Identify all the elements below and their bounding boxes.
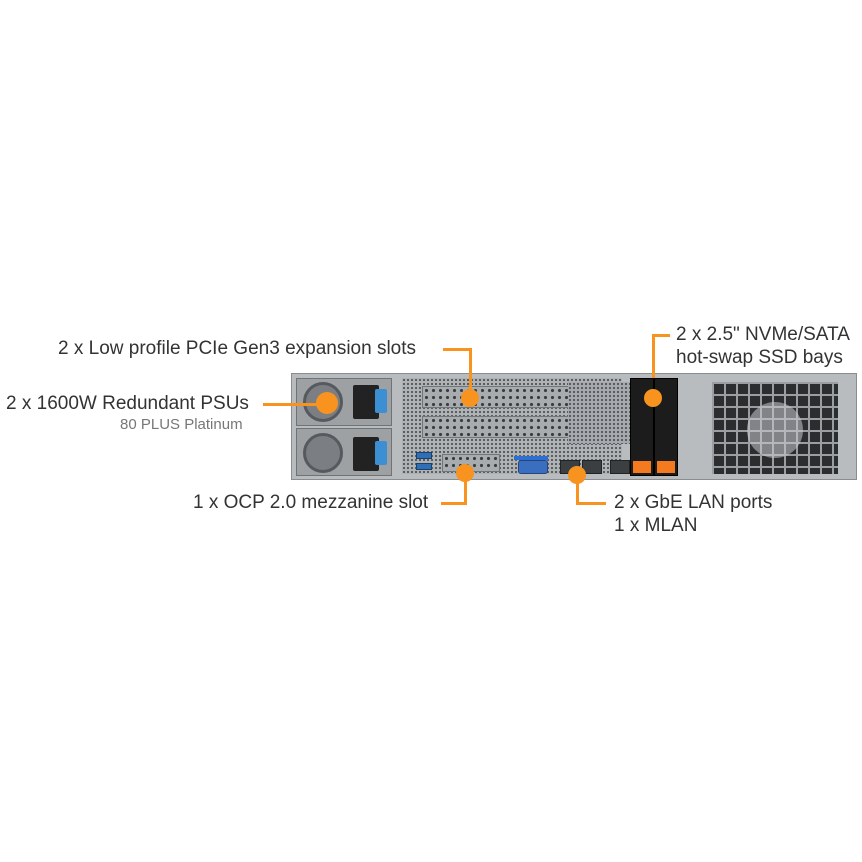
riser-grille xyxy=(568,382,638,444)
lan-callout-label-line1: 2 x GbE LAN ports xyxy=(614,492,773,513)
psu-marker-dot xyxy=(316,392,338,414)
usb-port-2 xyxy=(416,463,432,470)
lan-leader-h xyxy=(576,502,606,505)
vga-port xyxy=(518,460,548,474)
pcie-marker-dot xyxy=(461,389,479,407)
pcie-callout-label: 2 x Low profile PCIe Gen3 expansion slot… xyxy=(58,338,417,359)
ssd-marker-dot xyxy=(644,389,662,407)
vga-label-strip xyxy=(514,456,548,460)
ocp-leader-v xyxy=(464,472,467,505)
ocp-leader-h xyxy=(441,502,467,505)
psu-module-bottom xyxy=(296,428,392,476)
ocp-marker-dot xyxy=(456,464,474,482)
server-rear-panel xyxy=(291,373,857,480)
pcie-leader-h xyxy=(443,348,471,351)
psu-fan-icon xyxy=(303,433,343,473)
psu-leader-h xyxy=(263,403,323,406)
fan-hub-icon xyxy=(747,402,803,458)
psu-callout-sublabel: 80 PLUS Platinum xyxy=(120,416,243,433)
power-socket xyxy=(353,437,379,471)
psu-module-top xyxy=(296,378,392,426)
pcie-slot-1 xyxy=(422,386,572,408)
lan-callout-label-line2: 1 x MLAN xyxy=(614,515,698,536)
pcie-leader-v xyxy=(469,348,472,398)
ssd-leader-v xyxy=(652,334,655,378)
psu-latch xyxy=(375,389,387,413)
lan-leader-v xyxy=(576,476,579,504)
ssd-callout-label-line2: hot-swap SSD bays xyxy=(676,347,843,368)
pcie-slot-2 xyxy=(422,416,572,438)
ssd-leader-h xyxy=(652,334,670,337)
ssd-release-tab xyxy=(657,461,675,473)
usb-port-1 xyxy=(416,452,432,459)
psu-callout-label: 2 x 1600W Redundant PSUs xyxy=(6,393,249,414)
power-socket xyxy=(353,385,379,419)
ocp-callout-label: 1 x OCP 2.0 mezzanine slot xyxy=(193,492,429,513)
mlan-port xyxy=(610,460,630,474)
lan-marker-dot xyxy=(568,466,586,484)
psu-latch xyxy=(375,441,387,465)
ssd-callout-label-line1: 2 x 2.5" NVMe/SATA xyxy=(676,324,850,345)
ssd-release-tab xyxy=(633,461,651,473)
